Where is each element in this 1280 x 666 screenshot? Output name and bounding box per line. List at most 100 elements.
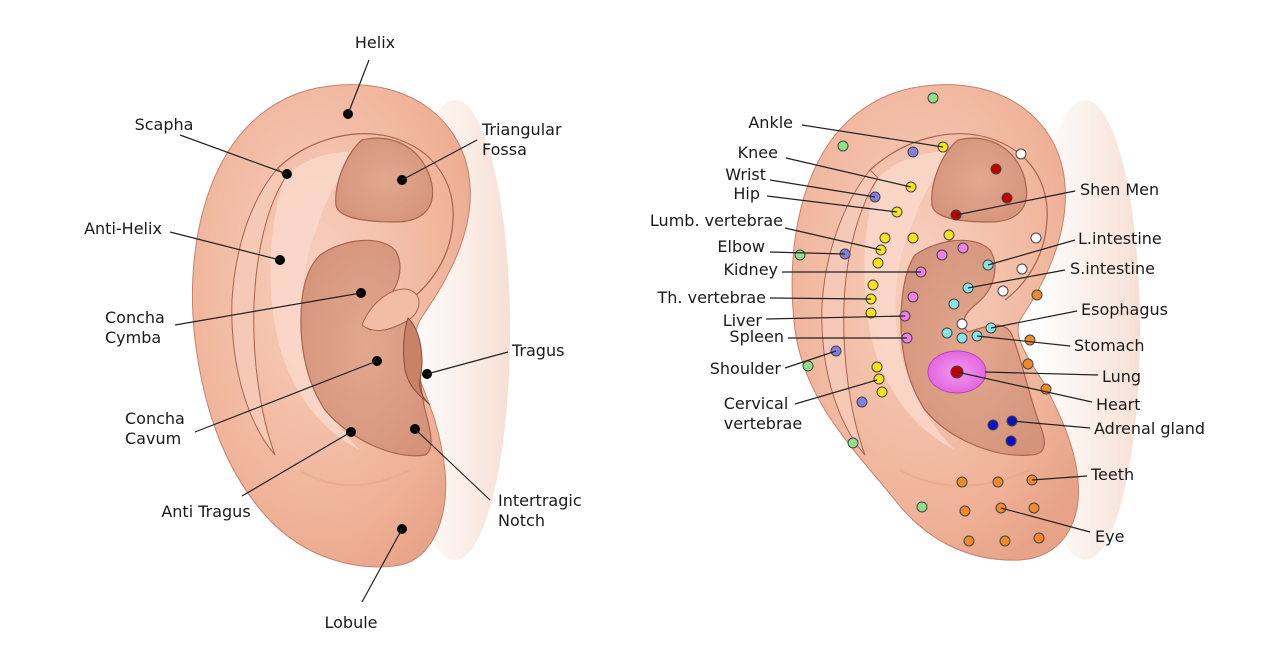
concha-cymba-label-line2: Cymba	[105, 328, 161, 347]
left-helix-rim	[277, 133, 454, 301]
hip-label: Hip	[733, 184, 760, 203]
dot-green	[927, 92, 939, 104]
left-scapha	[231, 167, 286, 456]
cervical-vertebrae-leader	[794, 379, 878, 405]
concha-cavum-leader	[194, 360, 378, 433]
left-triangular-fossa	[335, 137, 434, 223]
dot-orange	[963, 535, 975, 547]
dot-green	[847, 437, 859, 449]
dot-orange	[959, 505, 971, 517]
dot-green	[837, 140, 849, 152]
esophagus-leader	[990, 310, 1078, 329]
liver-label: Liver	[723, 311, 763, 330]
dot-dark-blue	[987, 419, 999, 431]
dot-pink	[907, 291, 919, 303]
reflex-labels-left: Ankle Knee Wrist Hip Lumb. vertebrae Elb…	[650, 113, 802, 433]
dot-green	[794, 249, 806, 261]
helix-label: Helix	[355, 33, 395, 52]
stomach-label: Stomach	[1074, 336, 1145, 355]
dot-orange	[1022, 358, 1034, 370]
right-concha	[900, 239, 1045, 456]
dot-pink	[957, 242, 969, 254]
intertragic-notch-leader	[414, 428, 491, 501]
left-antihelix-ridge	[270, 151, 360, 451]
l-intestine-label: L.intestine	[1078, 229, 1162, 248]
ankle-label: Ankle	[748, 113, 793, 132]
left-ear-anatomy: Helix Scapha Triangular Fossa Anti-Helix…	[84, 33, 582, 632]
concha-cymba-leader	[174, 292, 362, 326]
dot-orange	[956, 476, 968, 488]
anti-tragus-leader	[241, 431, 352, 497]
dot-yellow	[867, 279, 879, 291]
kidney-label: Kidney	[723, 260, 778, 279]
adrenal-gland-label: Adrenal gland	[1094, 419, 1205, 438]
reflex-leaders	[765, 124, 1099, 533]
dot-orange	[1024, 334, 1036, 346]
teeth-leader	[1031, 475, 1088, 481]
lung-label: Lung	[1102, 367, 1141, 386]
ankle-leader	[801, 124, 944, 148]
dot-white	[1030, 232, 1042, 244]
esophagus-label: Esophagus	[1081, 300, 1168, 319]
triangular-fossa-label-line1: Triangular	[481, 120, 562, 139]
helix-leader	[347, 59, 370, 115]
dot-red	[990, 163, 1002, 175]
triangular-fossa-label-line2: Fossa	[482, 140, 527, 159]
dot-pink	[936, 249, 948, 261]
cervical-vertebrae-label-line2: vertebrae	[724, 414, 802, 433]
shen-men-label: Shen Men	[1080, 180, 1159, 199]
anatomy-label-group: Helix Scapha Triangular Fossa Anti-Helix…	[84, 33, 582, 632]
spleen-label: Spleen	[729, 327, 784, 346]
dot-violet	[856, 396, 868, 408]
dot-white	[956, 318, 968, 330]
lobule-leader	[361, 528, 403, 603]
dot-orange	[1028, 502, 1040, 514]
dot-white	[1015, 148, 1027, 160]
dot-yellow	[865, 307, 877, 319]
left-tragus	[403, 317, 431, 406]
left-helix-crus	[361, 288, 420, 332]
concha-cavum-label-line1: Concha	[125, 409, 185, 428]
dot-yellow	[907, 232, 919, 244]
dot-cyan	[941, 327, 953, 339]
right-helix-rim	[869, 133, 1048, 301]
dot-yellow	[876, 386, 888, 398]
liver-leader	[765, 315, 906, 320]
dot-orange	[992, 476, 1004, 488]
scapha-leader	[179, 134, 288, 175]
dot-yellow	[873, 373, 885, 385]
lobule-label: Lobule	[324, 613, 377, 632]
hip-leader	[766, 195, 898, 213]
dot-yellow	[871, 361, 883, 373]
dot-yellow	[879, 232, 891, 244]
s-intestine-leader	[967, 269, 1066, 289]
intertragic-notch-label-line1: Intertragic	[498, 491, 582, 510]
dot-cyan	[956, 332, 968, 344]
cervical-vertebrae-label-line1: Cervical	[724, 394, 789, 413]
tragus-leader	[426, 351, 509, 375]
anti-helix-label: Anti-Helix	[84, 219, 162, 238]
stomach-leader	[976, 335, 1071, 347]
dot-orange	[999, 535, 1011, 547]
reflex-labels-right: Shen Men L.intestine S.intestine Esophag…	[1070, 180, 1205, 546]
shoulder-leader	[784, 350, 837, 369]
lumb-vertebrae-label: Lumb. vertebrae	[650, 211, 783, 230]
intertragic-notch-label-line2: Notch	[498, 511, 545, 530]
reflex-dots	[794, 92, 1052, 547]
scapha-label: Scapha	[135, 115, 194, 134]
knee-leader	[785, 157, 912, 188]
dot-red	[1001, 192, 1013, 204]
dot-white	[997, 285, 1009, 297]
wrist-leader	[769, 179, 876, 198]
dot-green	[802, 360, 814, 372]
concha-cymba-label-line1: Concha	[105, 308, 165, 327]
th-vertebrae-label: Th. vertebrae	[657, 288, 766, 307]
th-vertebrae-leader	[769, 297, 872, 300]
wrist-label: Wrist	[725, 165, 766, 184]
concha-cavum-label-line2: Cavum	[125, 429, 181, 448]
dot-orange	[1031, 289, 1043, 301]
dot-cyan	[948, 298, 960, 310]
dot-yellow	[872, 257, 884, 269]
knee-label: Knee	[738, 143, 778, 162]
teeth-label: Teeth	[1090, 465, 1134, 484]
